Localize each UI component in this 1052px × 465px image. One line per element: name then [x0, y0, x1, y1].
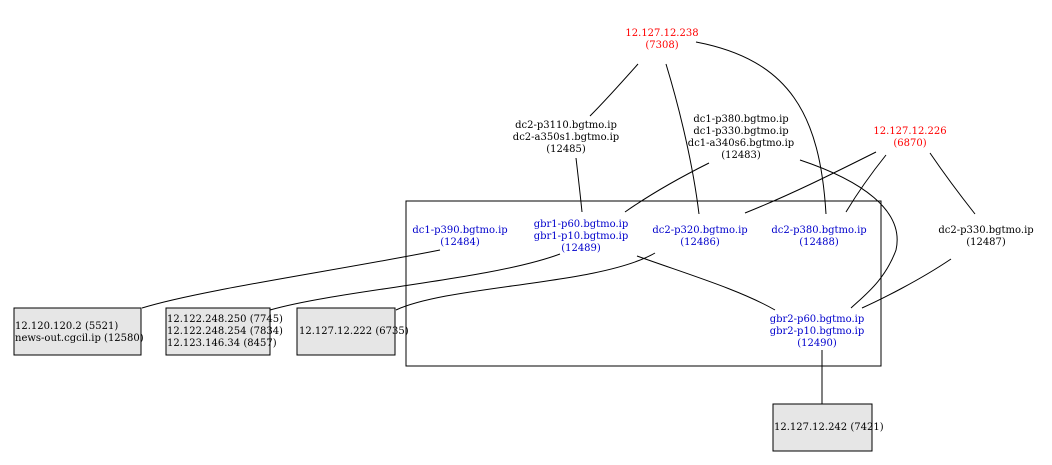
node-12483-host1: dc1-p380.bgtmo.ip [693, 114, 789, 125]
box-12-127-12-222[interactable] [296, 307, 396, 356]
edge-7308-12485 [589, 63, 639, 117]
edge-6870-12487 [929, 152, 976, 215]
node-12483[interactable]: dc1-p380.bgtmo.ip dc1-p330.bgtmo.ip dc1-… [688, 114, 794, 162]
node-12484[interactable]: dc1-p390.bgtmo.ip (12484) [412, 225, 507, 249]
node-12489[interactable]: gbr1-p60.bgtmo.ip gbr1-p10.bgtmo.ip (124… [534, 219, 629, 255]
box-12-120-120-2[interactable] [13, 307, 142, 356]
node-12489-host1: gbr1-p60.bgtmo.ip [533, 219, 629, 230]
box-7745-label: 12.122.248.250 (7745) 12.122.248.254 (78… [167, 314, 283, 350]
box-5521-line1: 12.120.120.2 (5521) [15, 321, 119, 332]
node-12487[interactable]: dc2-p330.bgtmo.ip (12487) [938, 225, 1033, 249]
node-12489-id: (12489) [561, 243, 601, 254]
node-12486[interactable]: dc2-p320.bgtmo.ip (12486) [652, 225, 747, 249]
node-12485-host2: dc2-a350s1.bgtmo.ip [512, 132, 620, 143]
edge-6870-12488 [845, 154, 887, 213]
box-5521-label: 12.120.120.2 (5521) news-out.cgcil.ip (1… [15, 321, 144, 345]
edge-12489-12490 [636, 255, 776, 311]
edge-12483-12489 [624, 162, 710, 213]
node-12490-host2: gbr2-p10.bgtmo.ip [769, 326, 865, 337]
node-12488-id: (12488) [799, 237, 839, 248]
box-7421-label: 12.127.12.242 (7421) [774, 422, 884, 434]
box-12-127-12-242[interactable] [772, 403, 873, 452]
edge-12485-12489 [575, 157, 583, 213]
box-12-122-248-250[interactable] [165, 307, 271, 356]
node-7308-id: (7308) [645, 40, 679, 51]
box-7745-line2: 12.122.248.254 (7834) [167, 326, 283, 337]
edge-12489-7745 [269, 253, 561, 311]
node-6870-id: (6870) [893, 138, 927, 149]
node-6870[interactable]: 12.127.12.226 (6870) [873, 126, 946, 150]
node-12488[interactable]: dc2-p380.bgtmo.ip (12488) [771, 225, 866, 249]
node-6870-ip: 12.127.12.226 [873, 126, 947, 137]
box-7745-line1: 12.122.248.250 (7745) [167, 314, 283, 325]
node-12489-host2: gbr1-p10.bgtmo.ip [533, 231, 629, 242]
node-12483-host2: dc1-p330.bgtmo.ip [693, 126, 789, 137]
node-12483-host3: dc1-a340s6.bgtmo.ip [687, 138, 795, 149]
node-12490-id: (12490) [797, 338, 837, 349]
node-12485-id: (12485) [546, 144, 586, 155]
node-7308-ip: 12.127.12.238 [625, 28, 699, 39]
node-12487-id: (12487) [966, 237, 1006, 248]
node-12484-host: dc1-p390.bgtmo.ip [412, 225, 508, 236]
edge-12483-12490 [799, 159, 898, 309]
node-12485-host1: dc2-p3110.bgtmo.ip [515, 120, 617, 131]
edge-12487-12490 [861, 258, 952, 309]
edge-12486-6735 [395, 252, 656, 311]
box-6735-label: 12.127.12.222 (6735) [299, 326, 409, 338]
edge-7308-12486 [665, 63, 700, 215]
node-12485[interactable]: dc2-p3110.bgtmo.ip dc2-a350s1.bgtmo.ip (… [513, 120, 619, 156]
node-12484-id: (12484) [440, 237, 480, 248]
node-12486-host: dc2-p320.bgtmo.ip [652, 225, 748, 236]
cluster-box [405, 200, 882, 367]
node-12490[interactable]: gbr2-p60.bgtmo.ip gbr2-p10.bgtmo.ip (124… [770, 314, 865, 350]
edge-12484-5521 [141, 249, 441, 309]
box-7745-line3: 12.123.146.34 (8457) [167, 338, 277, 349]
node-12487-host: dc2-p330.bgtmo.ip [938, 225, 1034, 236]
node-12486-id: (12486) [680, 237, 720, 248]
edge-6870-12486 [744, 151, 877, 214]
box-5521-line2: news-out.cgcil.ip (12580) [15, 333, 144, 344]
node-12488-host: dc2-p380.bgtmo.ip [771, 225, 867, 236]
node-12483-id: (12483) [721, 150, 761, 161]
node-12490-host1: gbr2-p60.bgtmo.ip [769, 314, 865, 325]
node-7308[interactable]: 12.127.12.238 (7308) [625, 28, 698, 52]
box-6735-line1: 12.127.12.222 (6735) [299, 326, 409, 337]
box-7421-line1: 12.127.12.242 (7421) [774, 422, 884, 433]
